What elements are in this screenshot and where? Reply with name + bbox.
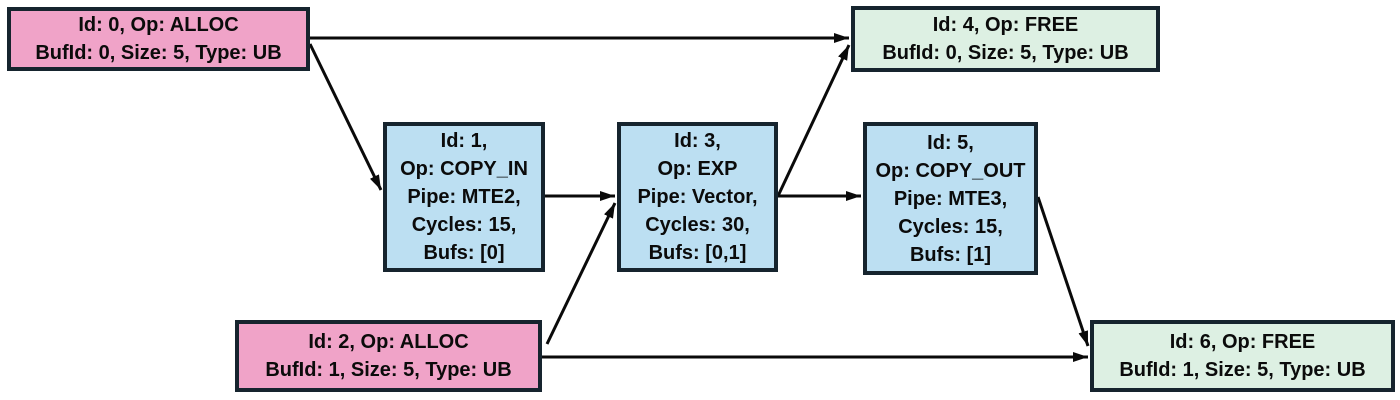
node-4-free: Id: 4, Op: FREE BufId: 0, Size: 5, Type:… [851,6,1160,72]
node-line: Id: 5, [927,131,974,154]
edge-0-1 [308,43,383,191]
edge-2-3 [545,202,617,345]
node-line: Pipe: Vector, [637,186,758,208]
node-line: BufId: 0, Size: 5, Type: UB [35,42,282,64]
node-line: Bufs: [0,1] [648,242,747,264]
node-line: Id: 2, Op: ALLOC [308,331,469,353]
node-line: Cycles: 15, [411,214,517,236]
node-1-copy-in: Id: 1, Op: COPY_IN Pipe: MTE2, Cycles: 1… [383,122,545,272]
node-line: Op: EXP [657,158,738,180]
node-2-alloc: Id: 2, Op: ALLOC BufId: 1, Size: 5, Type… [235,320,542,392]
node-5-copy-out: Id: 5, Op: COPY_OUT Pipe: MTE3, Cycles: … [863,122,1038,275]
node-line: BufId: 0, Size: 5, Type: UB [882,42,1129,64]
edge-3-4 [776,44,851,197]
node-0-alloc: Id: 0, Op: ALLOC BufId: 0, Size: 5, Type… [7,7,310,71]
node-line: Op: COPY_OUT [875,159,1026,182]
node-line: Pipe: MTE2, [407,186,521,208]
node-line: Bufs: [0] [423,242,505,264]
edge-5-6 [1036,196,1090,347]
node-line: Id: 6, Op: FREE [1169,331,1316,353]
node-line: BufId: 1, Size: 5, Type: UB [1119,359,1366,381]
node-line: BufId: 1, Size: 5, Type: UB [265,359,512,381]
node-6-free: Id: 6, Op: FREE BufId: 1, Size: 5, Type:… [1090,320,1395,392]
node-line: Cycles: 15, [898,215,1003,238]
node-line: Id: 0, Op: ALLOC [78,14,239,36]
node-line: Id: 3, [674,130,721,152]
node-line: Op: COPY_IN [400,158,528,180]
node-line: Cycles: 30, [645,214,750,236]
node-line: Pipe: MTE3, [893,187,1008,210]
node-line: Id: 1, [440,130,488,152]
node-line: Id: 4, Op: FREE [932,14,1079,36]
node-3-exp: Id: 3, Op: EXP Pipe: Vector, Cycles: 30,… [617,122,778,272]
node-line: Bufs: [1] [909,243,992,266]
